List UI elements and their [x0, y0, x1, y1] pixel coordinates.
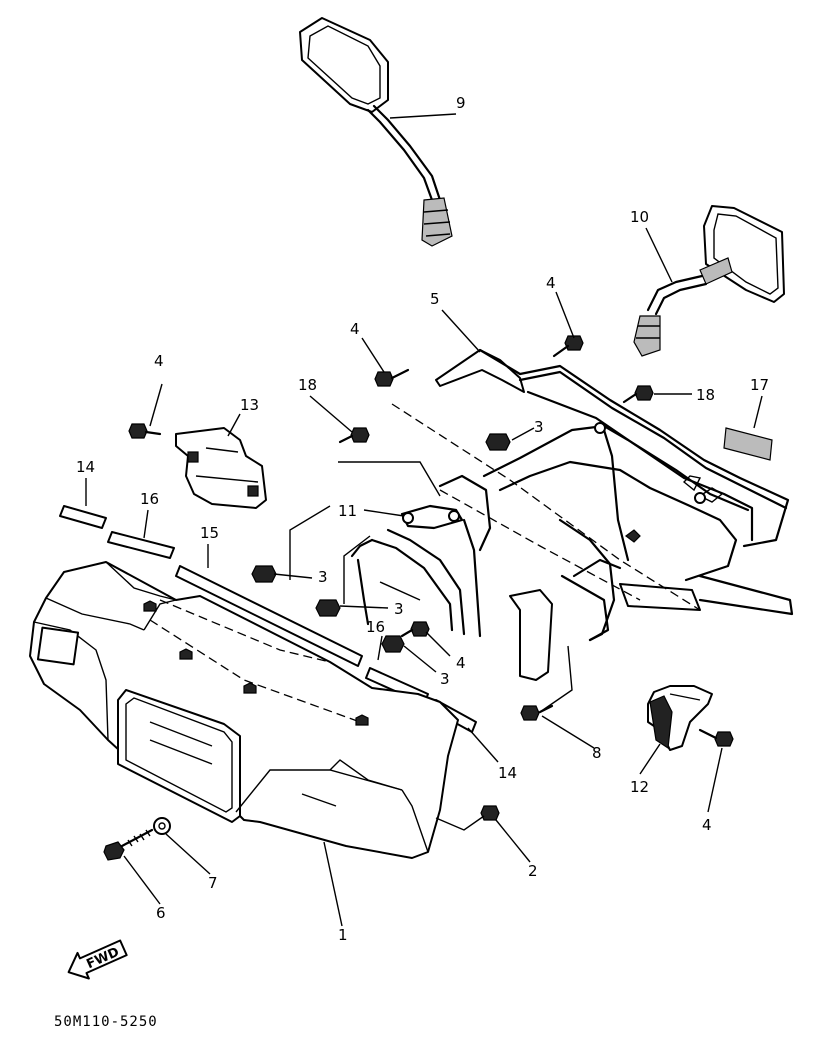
forward-direction-arrow: FWD [67, 939, 128, 980]
callout-3-b: 3 [318, 568, 328, 586]
screw-6 [103, 828, 154, 861]
callout-14-b: 14 [498, 764, 517, 782]
callout-16-b: 16 [366, 618, 385, 636]
washer-7 [153, 817, 171, 835]
callout-3-d: 3 [440, 670, 450, 688]
callout-11: 11 [338, 502, 357, 520]
callout-4-d: 4 [456, 654, 466, 672]
callout-7: 7 [208, 874, 218, 892]
panel-17 [723, 427, 773, 461]
grommet-3-a [485, 433, 511, 451]
callout-4-e: 4 [702, 816, 712, 834]
cowling-1 [29, 561, 459, 859]
drawing-code: 50M110-5250 [54, 1014, 158, 1030]
callout-4-b: 4 [350, 320, 360, 338]
mirror-left [299, 17, 453, 247]
bolt-8 [520, 704, 554, 721]
frame-stay [391, 348, 794, 681]
part-labels: 9 10 5 4 4 4 4 4 18 18 17 13 3 3 3 3 11 … [76, 94, 769, 944]
callout-2: 2 [528, 862, 538, 880]
callout-13: 13 [240, 396, 259, 414]
bolt-18-a [338, 427, 370, 444]
grommet-3-b [251, 565, 277, 583]
callout-6: 6 [156, 904, 166, 922]
callout-12: 12 [630, 778, 649, 796]
bolt-4-c [552, 335, 584, 358]
mirror-right [633, 205, 785, 357]
grommet-3-c [315, 599, 341, 617]
callout-1: 1 [338, 926, 348, 944]
callout-14-a: 14 [76, 458, 95, 476]
stay-11 [350, 474, 492, 638]
bolt-4-b [374, 368, 410, 387]
callout-5: 5 [430, 290, 440, 308]
fasteners [103, 335, 734, 861]
bracket-12 [647, 685, 713, 751]
callout-4-c: 4 [546, 274, 556, 292]
callout-16-a: 16 [140, 490, 159, 508]
callout-8: 8 [592, 744, 602, 762]
callout-10: 10 [630, 208, 649, 226]
callout-18-b: 18 [696, 386, 715, 404]
callout-4-a: 4 [154, 352, 164, 370]
bracket-13 [175, 427, 267, 509]
callout-18-a: 18 [298, 376, 317, 394]
callout-17: 17 [750, 376, 769, 394]
callout-15: 15 [200, 524, 219, 542]
bolt-4-e [698, 728, 734, 747]
nut-2 [480, 805, 500, 821]
bolt-18-b [622, 385, 654, 404]
bolt-4-a [128, 423, 162, 439]
leader-lines [85, 113, 763, 927]
grommet-3-d [381, 635, 405, 653]
bolt-4-d [400, 621, 430, 638]
callout-3-a: 3 [534, 418, 544, 436]
callout-9: 9 [456, 94, 466, 112]
callout-3-c: 3 [394, 600, 404, 618]
